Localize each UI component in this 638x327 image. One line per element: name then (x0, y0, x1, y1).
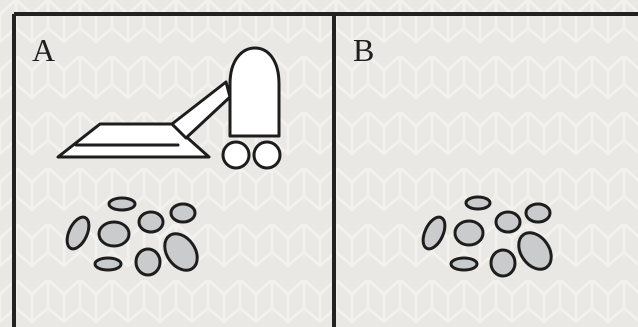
pebble (466, 197, 490, 209)
vacuum-body (230, 48, 279, 136)
pebble (136, 249, 160, 275)
pebble (526, 204, 550, 222)
vacuum-wheel-right (254, 142, 280, 168)
pebble (171, 204, 195, 222)
pebble (99, 222, 129, 246)
pebble (139, 212, 163, 232)
pebble (496, 212, 520, 232)
pebble (95, 258, 121, 270)
panel-b-label: B (353, 32, 374, 68)
pebble (491, 250, 515, 276)
vacuum-wheel-left (223, 142, 249, 168)
panel-a-label: A (32, 32, 55, 68)
pebble (451, 258, 477, 270)
pebble (109, 198, 135, 210)
pebble (455, 221, 483, 245)
